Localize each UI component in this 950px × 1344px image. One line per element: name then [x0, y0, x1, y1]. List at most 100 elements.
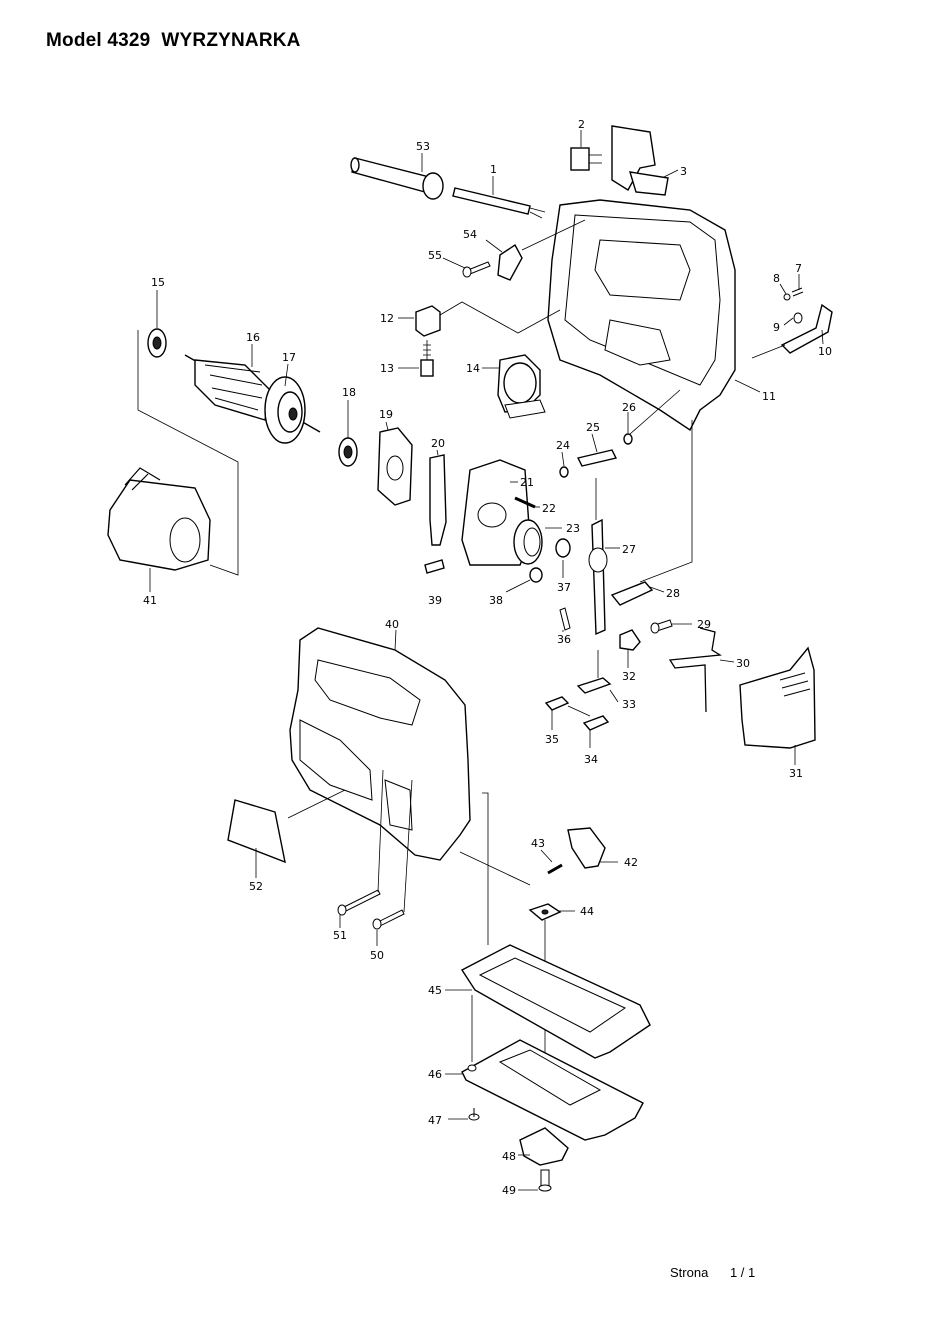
screw-50 — [372, 779, 413, 946]
housing-left-half — [289, 627, 471, 861]
part-label-46: 46 — [428, 1068, 442, 1081]
pin-43 — [540, 849, 563, 875]
part-label-33: 33 — [622, 698, 636, 711]
part-label-1: 1 — [490, 163, 497, 176]
part-label-20: 20 — [431, 437, 445, 450]
counter-plate — [429, 449, 447, 546]
page-title: Model 4329 WYRZYNARKA — [46, 30, 301, 51]
part-label-38: 38 — [489, 594, 503, 607]
part-label-15: 15 — [151, 276, 165, 289]
part-label-10: 10 — [818, 345, 832, 358]
part-label-40: 40 — [385, 618, 399, 631]
part-label-24: 24 — [556, 439, 570, 452]
ball-bearing-15 — [137, 290, 239, 576]
cord — [452, 176, 546, 219]
part-label-36: 36 — [557, 633, 571, 646]
part-label-32: 32 — [622, 670, 636, 683]
part-label-26: 26 — [622, 401, 636, 414]
part-label-18: 18 — [342, 386, 356, 399]
change-lever — [751, 274, 833, 359]
capacitor — [570, 130, 602, 171]
part-label-51: 51 — [333, 929, 347, 942]
part-label-41: 41 — [143, 594, 157, 607]
page-footer: Strona 1 / 1 — [670, 1265, 773, 1280]
switch — [611, 125, 679, 196]
screw-55 — [442, 257, 491, 278]
brush-holder — [398, 301, 561, 337]
guide-28 — [610, 420, 693, 606]
part-label-11: 11 — [762, 390, 776, 403]
part-label-43: 43 — [531, 837, 545, 850]
part-label-9: 9 — [773, 321, 780, 334]
roller-holder — [619, 629, 641, 668]
part-label-21: 21 — [520, 476, 534, 489]
part-label-25: 25 — [586, 421, 600, 434]
block-33 — [576, 650, 619, 703]
part-label-49: 49 — [502, 1184, 516, 1197]
base — [445, 944, 651, 1062]
part-label-3: 3 — [680, 165, 687, 178]
part-label-27: 27 — [622, 543, 636, 556]
part-label-19: 19 — [379, 408, 393, 421]
part-label-2: 2 — [578, 118, 585, 131]
screw-36 — [559, 607, 571, 632]
block-34 — [582, 715, 610, 748]
part-label-7: 7 — [795, 262, 802, 275]
fan-guide — [482, 354, 546, 419]
bevel-lever — [567, 827, 618, 869]
chip-shield — [739, 646, 816, 765]
part-label-16: 16 — [246, 331, 260, 344]
part-label-44: 44 — [580, 905, 594, 918]
part-label-22: 22 — [542, 502, 556, 515]
part-label-50: 50 — [370, 949, 384, 962]
footer-label: Strona — [670, 1265, 709, 1280]
part-label-12: 12 — [380, 312, 394, 325]
part-label-53: 53 — [416, 140, 430, 153]
part-label-29: 29 — [697, 618, 711, 631]
block-35 — [544, 696, 591, 730]
part-label-31: 31 — [789, 767, 803, 780]
part-label-34: 34 — [584, 753, 598, 766]
part-label-55: 55 — [428, 249, 442, 262]
part-label-45: 45 — [428, 984, 442, 997]
part-label-14: 14 — [466, 362, 480, 375]
slider-25 — [576, 433, 618, 467]
part-label-28: 28 — [666, 587, 680, 600]
housing-right-half — [547, 199, 761, 432]
o-ring-26 — [623, 389, 681, 445]
pin-22 — [514, 496, 540, 509]
ball-bearing-18 — [338, 400, 358, 467]
o-ring-24 — [559, 451, 569, 478]
part-label-13: 13 — [380, 362, 394, 375]
shoe — [445, 1039, 644, 1141]
part-label-17: 17 — [282, 351, 296, 364]
bearing-box — [377, 421, 413, 506]
part-label-48: 48 — [502, 1150, 516, 1163]
field-stator — [107, 467, 211, 592]
part-label-30: 30 — [736, 657, 750, 670]
wire-spring — [668, 627, 735, 713]
screw-51 — [337, 769, 384, 928]
retaining-ring-38 — [505, 567, 543, 593]
needle-bearing — [555, 538, 571, 578]
part-label-54: 54 — [463, 228, 477, 241]
part-label-35: 35 — [545, 733, 559, 746]
footer-page-number: 1 / 1 — [729, 1265, 756, 1280]
carbon-brush — [398, 340, 434, 377]
part-label-39: 39 — [428, 594, 442, 607]
part-label-37: 37 — [557, 581, 571, 594]
part-label-23: 23 — [566, 522, 580, 535]
spring-plate — [424, 559, 445, 574]
name-plate — [227, 789, 346, 878]
part-label-47: 47 — [428, 1114, 442, 1127]
cord-clamp — [485, 219, 586, 281]
plunger — [588, 478, 620, 636]
helical-gear — [513, 519, 562, 565]
armature — [184, 344, 321, 444]
roller-clamp — [518, 1127, 569, 1166]
part-label-52: 52 — [249, 880, 263, 893]
cord-guard — [350, 153, 444, 200]
part-label-8: 8 — [773, 272, 780, 285]
screw-49 — [518, 1169, 552, 1192]
